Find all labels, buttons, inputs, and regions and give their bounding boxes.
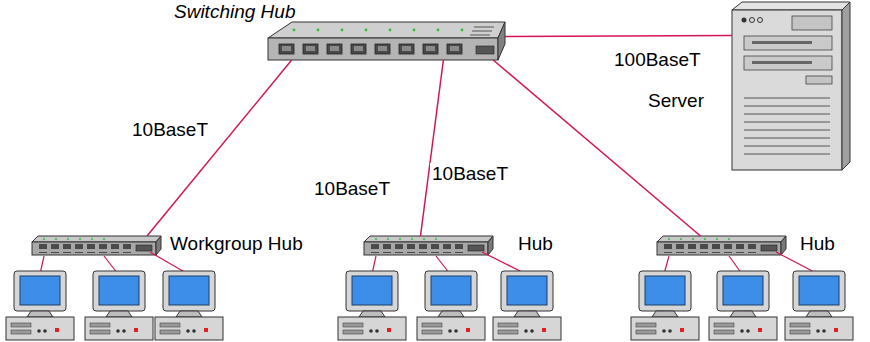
hub: Hub <box>362 236 492 256</box>
switching-hub: Switching Hub <box>268 22 505 60</box>
device-label: Hub <box>518 233 553 255</box>
cable-label: 10BaseT <box>130 119 210 141</box>
workgroup-hub: Workgroup Hub <box>30 236 160 256</box>
server: Server <box>732 2 850 170</box>
cable-label: 100BaseT <box>612 49 703 71</box>
network-cable <box>421 60 444 236</box>
network-cable <box>493 60 700 236</box>
device-label: Switching Hub <box>174 1 295 23</box>
device-label: Hub <box>800 233 835 255</box>
network-cable <box>147 60 292 236</box>
network-cable <box>505 35 732 37</box>
device-label: Server <box>648 90 704 112</box>
cable-label: 10BaseT <box>430 163 510 185</box>
hub: Hub <box>655 236 785 256</box>
device-label: Workgroup Hub <box>170 233 303 255</box>
cable-label: 10BaseT <box>312 178 392 200</box>
